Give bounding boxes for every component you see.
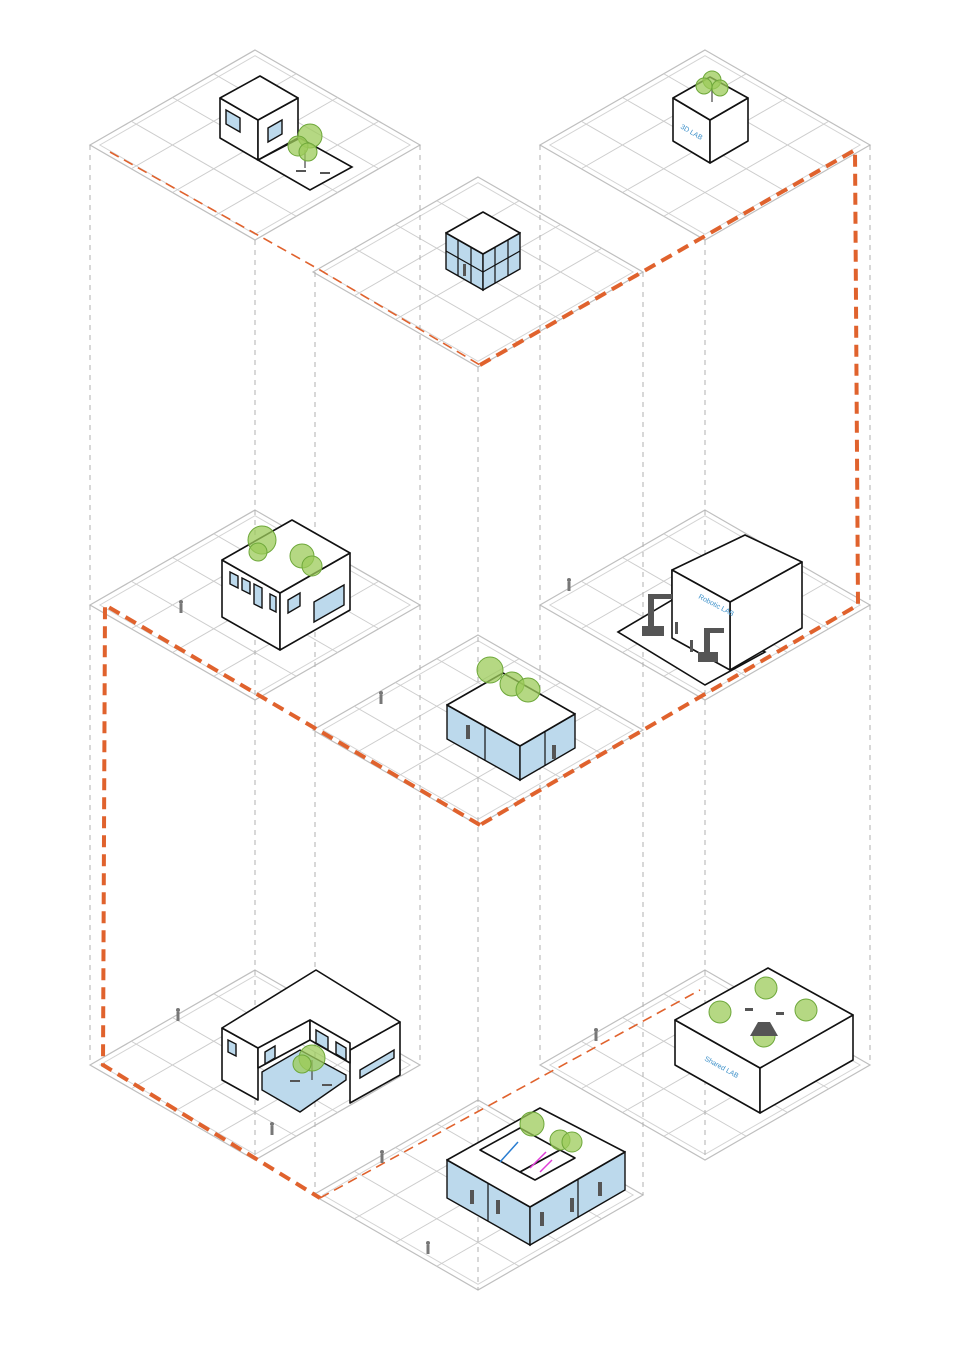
figure-head (594, 1028, 598, 1032)
building-bottom-center (446, 1107, 626, 1247)
grid-line (436, 247, 602, 344)
plate-inner (321, 182, 635, 362)
grid-line (663, 120, 829, 217)
building-middle-center (446, 656, 576, 782)
figure-head (379, 691, 383, 695)
figure-body (179, 604, 183, 613)
scale-figures (176, 578, 598, 1254)
figure-body (379, 695, 383, 704)
figure-head (270, 1122, 274, 1126)
figure-body (567, 582, 571, 591)
figure-head (176, 1008, 180, 1012)
route-top-thin (109, 151, 481, 366)
figure-head (426, 1241, 430, 1245)
figure-body (270, 1126, 274, 1135)
vertical-connectors (89, 145, 871, 1290)
building-top-left (219, 75, 354, 191)
figure-head (179, 600, 183, 604)
route-middle-thick (100, 601, 482, 1200)
building-middle-left (221, 519, 351, 651)
figure-body (594, 1032, 598, 1041)
route-bottom-thin (319, 989, 701, 1199)
route-top-thick (478, 146, 861, 827)
building-top-center (445, 211, 521, 292)
figure-body (380, 1154, 384, 1163)
figure-head (380, 1150, 384, 1154)
plate-inner (548, 55, 862, 235)
building-3d-lab: 3D LAB (672, 70, 749, 164)
orange-route (100, 146, 861, 1200)
building-shared-lab: Shared LAB (674, 967, 854, 1114)
building-bottom-left (221, 969, 401, 1113)
figure-body (426, 1245, 430, 1254)
figure-head (567, 578, 571, 582)
building-robotic-lab: Robotic LAB (616, 534, 803, 686)
figure-body (176, 1012, 180, 1021)
